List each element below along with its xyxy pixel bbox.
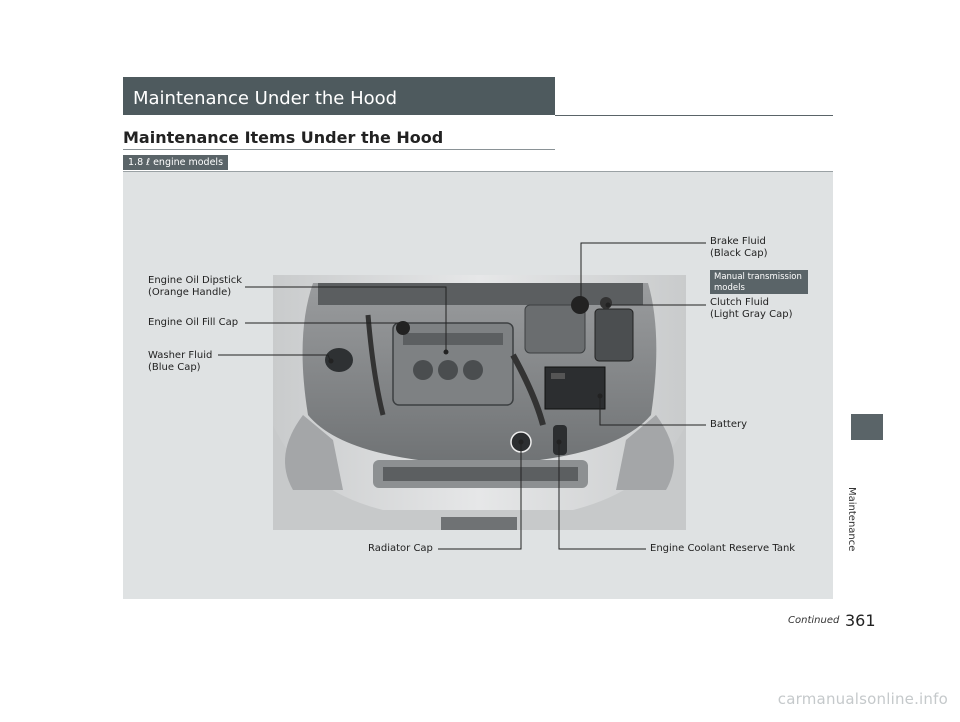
engine-bay-illustration bbox=[273, 275, 686, 530]
callout-engine-oil-fill-cap: Engine Oil Fill Cap bbox=[148, 317, 238, 329]
watermark: carmanualsonline.info bbox=[778, 690, 948, 708]
subtitle-rule bbox=[123, 149, 555, 150]
callout-clutch-fluid: Clutch Fluid (Light Gray Cap) bbox=[710, 297, 792, 321]
callout-radiator-cap: Radiator Cap bbox=[368, 543, 433, 555]
section-subtitle: Maintenance Items Under the Hood bbox=[123, 128, 443, 147]
callout-battery: Battery bbox=[710, 419, 747, 431]
callout-engine-oil-dipstick: Engine Oil Dipstick (Orange Handle) bbox=[148, 275, 242, 299]
callout-clutch-fluid-line1: Clutch Fluid bbox=[710, 297, 792, 309]
engine-model-badge: 1.8 ℓ engine models bbox=[123, 155, 228, 170]
callout-clutch-fluid-line2: (Light Gray Cap) bbox=[710, 309, 792, 321]
manual-transmission-badge: Manual transmission models bbox=[710, 270, 808, 294]
chapter-side-tab bbox=[851, 414, 883, 440]
manual-badge-line1: Manual transmission bbox=[714, 272, 804, 283]
page-title: Maintenance Under the Hood bbox=[133, 88, 397, 109]
callout-washer-fluid-line2: (Blue Cap) bbox=[148, 362, 212, 374]
callout-brake-fluid-line2: (Black Cap) bbox=[710, 248, 768, 260]
callout-brake-fluid: Brake Fluid (Black Cap) bbox=[710, 236, 768, 260]
chapter-side-label: Maintenance bbox=[846, 487, 857, 551]
header-rule bbox=[555, 115, 833, 116]
continued-label: Continued bbox=[788, 615, 839, 626]
page-number: 361 bbox=[845, 611, 876, 630]
callout-washer-fluid-line1: Washer Fluid bbox=[148, 350, 212, 362]
callout-washer-fluid: Washer Fluid (Blue Cap) bbox=[148, 350, 212, 374]
panel-top-rule bbox=[123, 171, 833, 172]
callout-engine-oil-dipstick-line2: (Orange Handle) bbox=[148, 287, 242, 299]
manual-badge-line2: models bbox=[714, 283, 804, 294]
callout-engine-oil-dipstick-line1: Engine Oil Dipstick bbox=[148, 275, 242, 287]
callout-brake-fluid-line1: Brake Fluid bbox=[710, 236, 768, 248]
callout-coolant-reserve-tank: Engine Coolant Reserve Tank bbox=[650, 543, 795, 555]
section-header: Maintenance Under the Hood bbox=[123, 77, 555, 115]
